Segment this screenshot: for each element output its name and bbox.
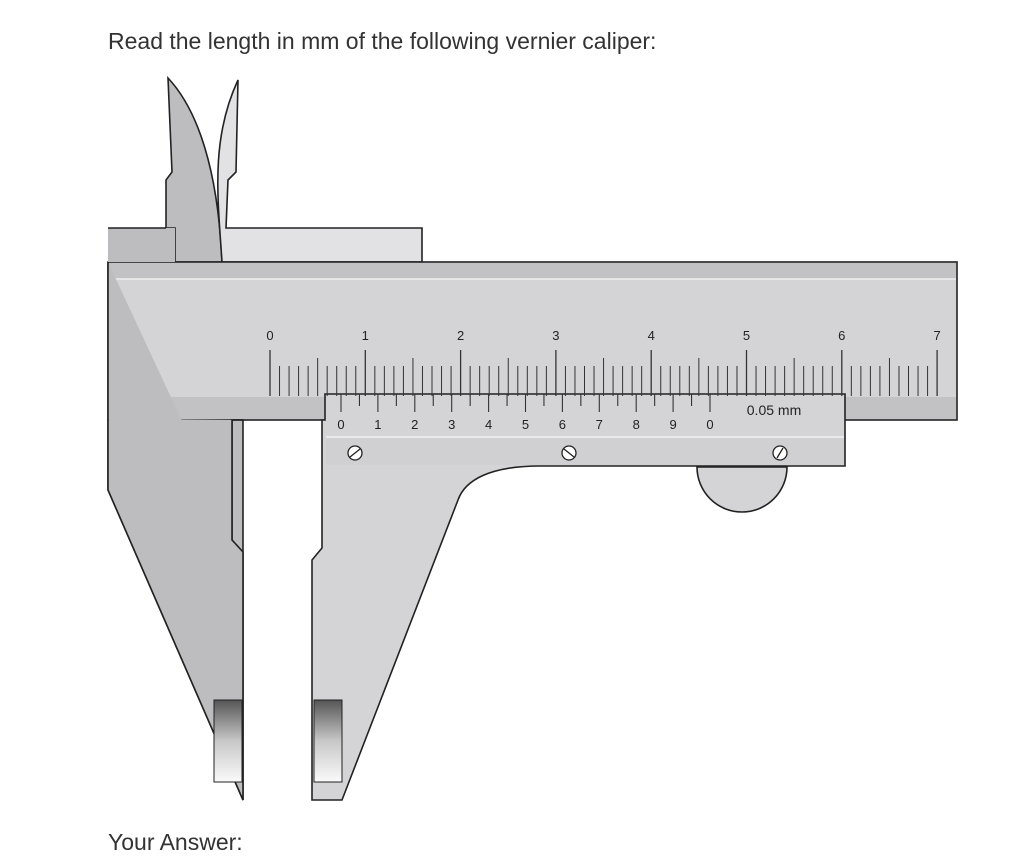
answer-label: Your Answer: [108, 829, 243, 855]
vernier-label: 6 [559, 417, 566, 432]
main-scale-label: 1 [362, 328, 369, 343]
thumb-wheel [696, 466, 788, 513]
main-scale-label: 3 [552, 328, 559, 343]
screw-icon [347, 445, 363, 461]
main-scale-label: 6 [838, 328, 845, 343]
precision-label: 0.05 mm [747, 402, 801, 418]
vernier-slider [311, 393, 846, 801]
screw-icon [561, 445, 577, 461]
vernier-label: 1 [374, 417, 381, 432]
vernier-label: 0 [706, 417, 713, 432]
vernier-label: 2 [411, 417, 418, 432]
fixed-jaw-tip [213, 699, 243, 783]
vernier-label: 5 [522, 417, 529, 432]
vernier-label: 9 [669, 417, 676, 432]
vernier-label: 3 [448, 417, 455, 432]
question-text: Read the length in mm of the following v… [108, 28, 657, 54]
main-scale: 0 1 2 3 4 5 6 7 [266, 328, 941, 396]
main-scale-label: 0 [266, 328, 273, 343]
vernier-scale: 0 1 2 3 4 5 6 7 8 9 0 [337, 394, 714, 432]
main-scale-label: 4 [648, 328, 655, 343]
vernier-label: 0 [337, 417, 344, 432]
sliding-jaw-tip [313, 699, 343, 783]
vernier-label: 7 [596, 417, 603, 432]
main-scale-label: 5 [743, 328, 750, 343]
screw-icon [772, 445, 788, 461]
lower-fixed-jaw [108, 228, 175, 262]
vernier-label: 4 [485, 417, 492, 432]
vernier-label: 8 [633, 417, 640, 432]
main-scale-label: 7 [933, 328, 940, 343]
upper-sliding-jaw [217, 79, 423, 263]
main-scale-label: 2 [457, 328, 464, 343]
